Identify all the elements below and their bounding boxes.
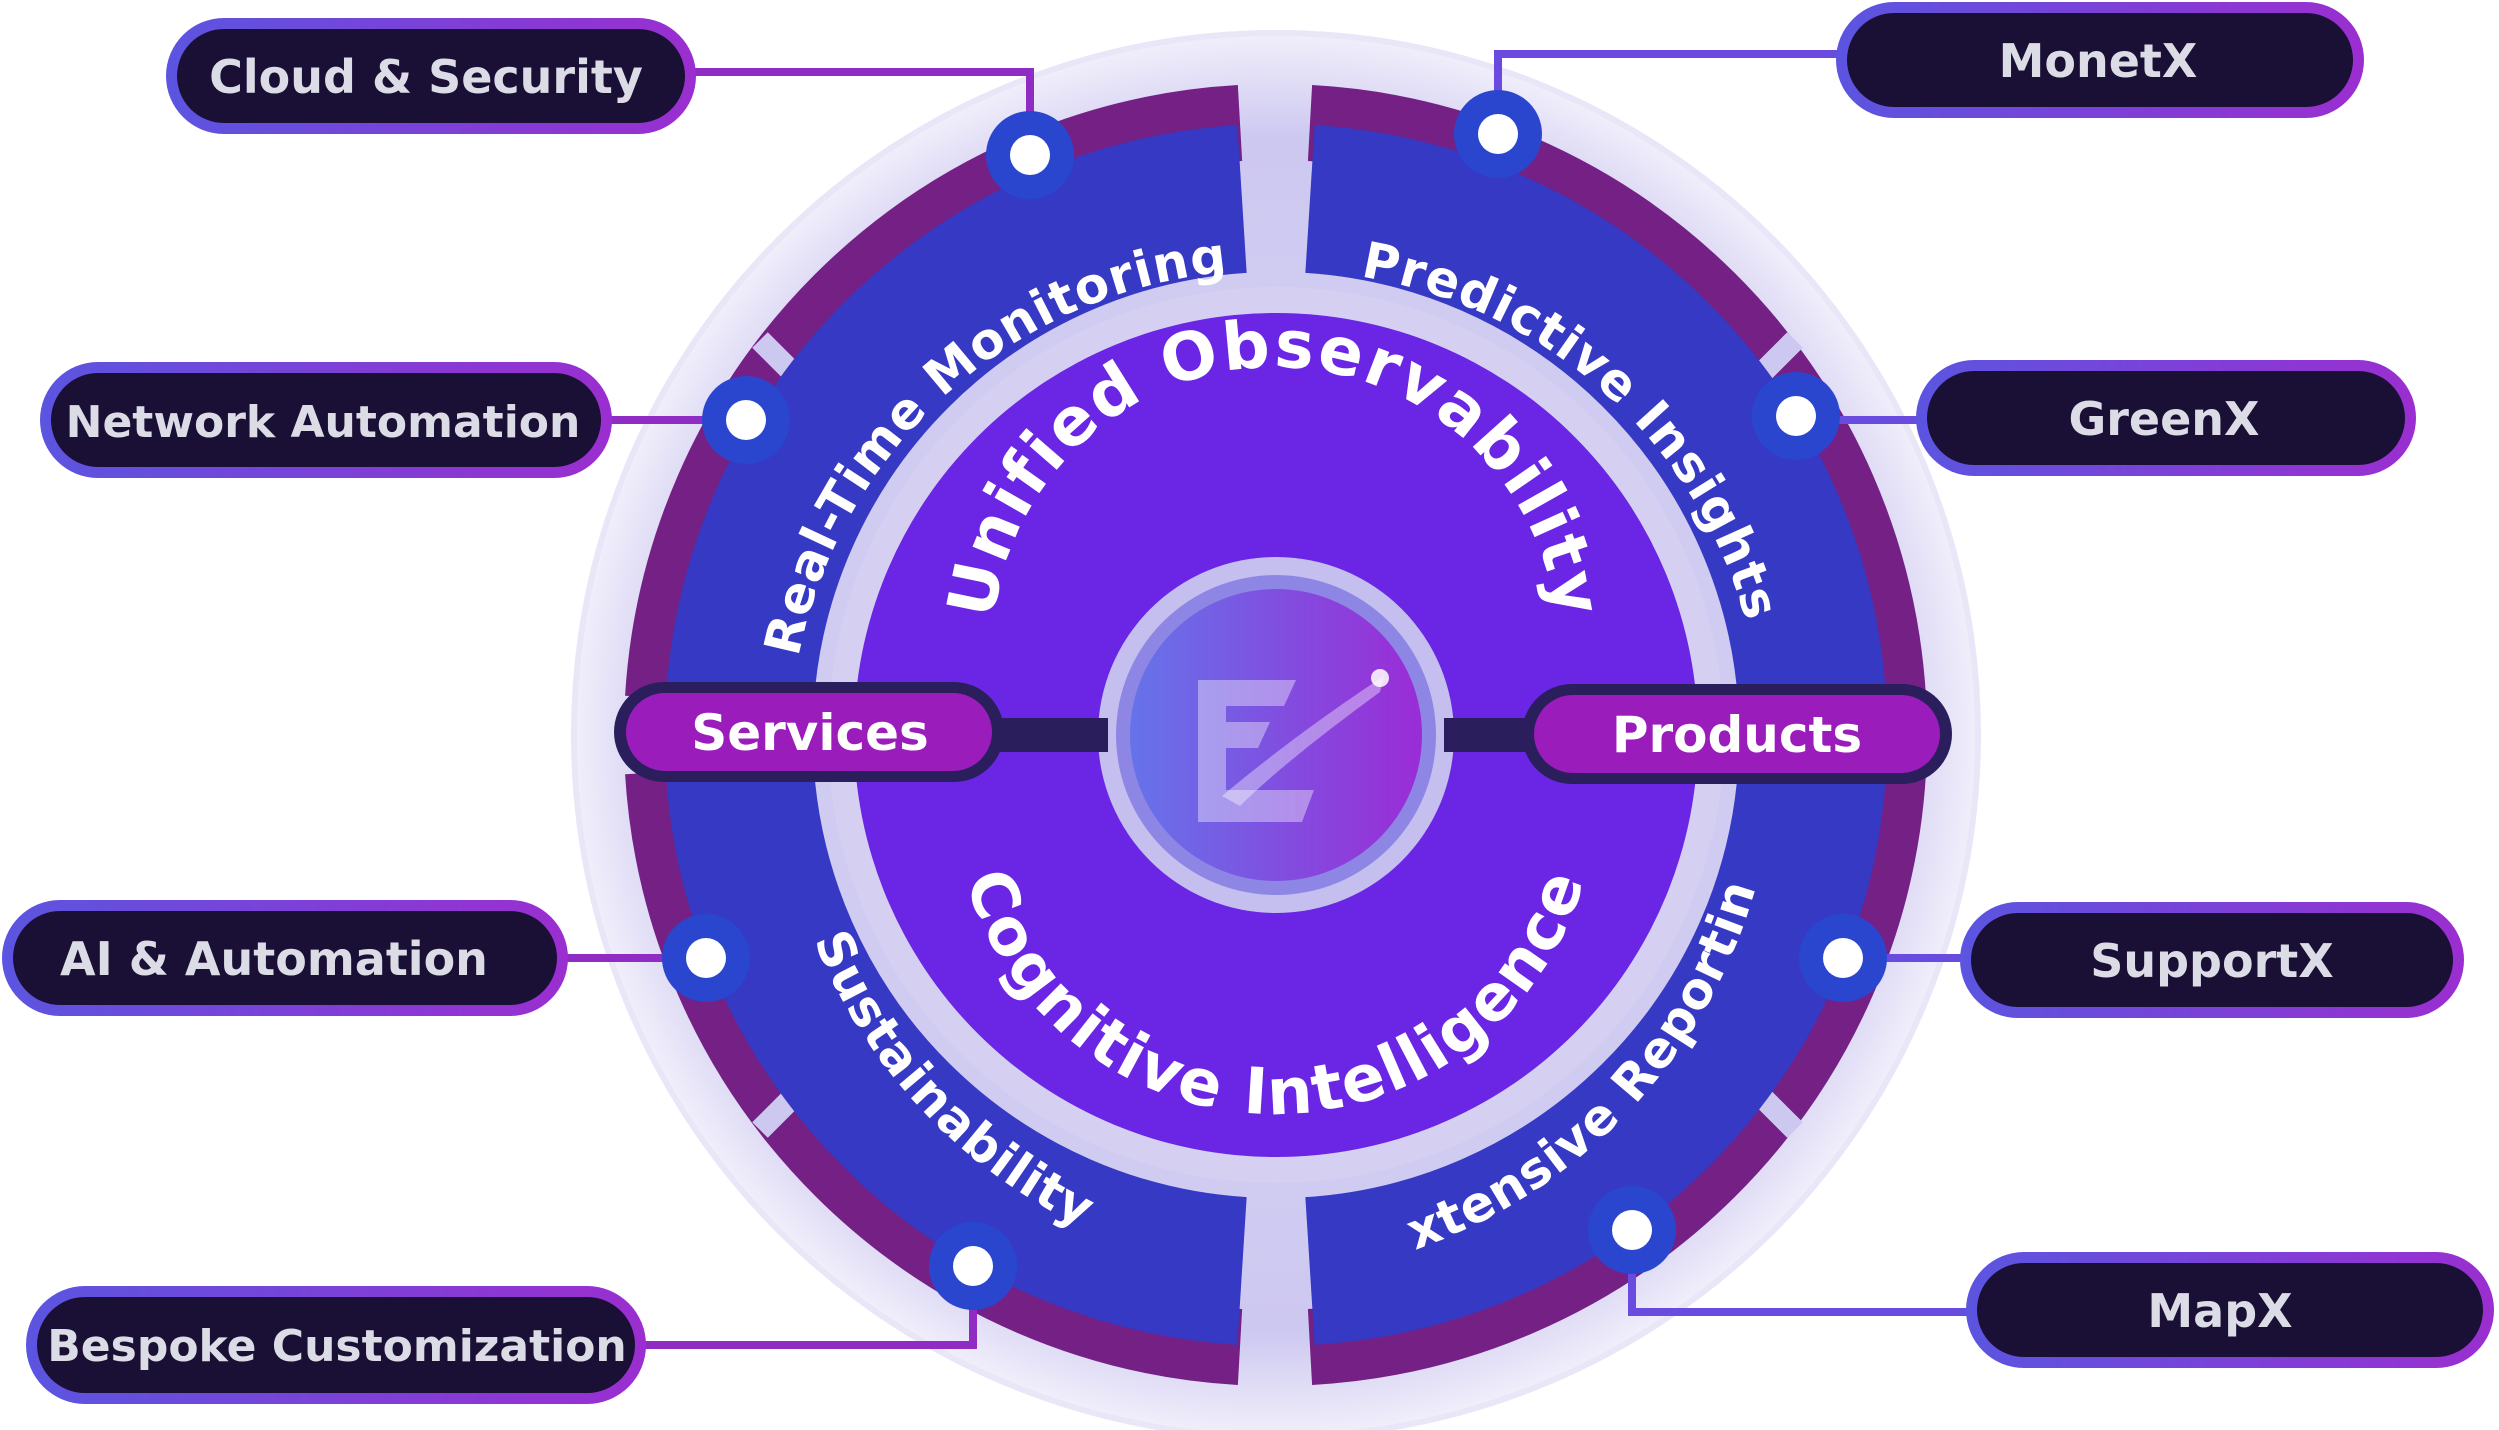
outer-ring [625,85,1926,1385]
halo-edge [571,30,1981,1430]
service-label: Cloud & Security [209,50,643,104]
node-mapx[interactable] [1588,1186,1676,1274]
product-pill-supportx[interactable]: SupportX [1960,902,2464,1018]
product-label: GreenX [2068,392,2259,446]
product-label: SupportX [2090,934,2333,988]
middle-ring [666,125,1886,1345]
outer-ring-segment-bottom-right [1307,769,1926,1385]
outer-ring-segment-top-left [625,85,1243,701]
outer-ring-segment-top-right [1307,85,1926,701]
services-list: Cloud & Security Network Automation AI &… [2,18,696,1404]
middle-ring-segment-bottom-right [1304,766,1886,1345]
middle-ring-segment-top-right [1304,125,1886,704]
products-list: MonetX GreenX SupportX MapX [1836,2,2494,1368]
middle-ring-segment-top-left [666,125,1248,704]
product-label: MapX [2147,1284,2292,1338]
node-greenx[interactable] [1752,372,1840,460]
products-pill[interactable]: Products [1522,684,1952,784]
service-pill-bespoke-customization[interactable]: Bespoke Customization [26,1286,646,1404]
service-label: Network Automation [66,397,581,448]
node-bespoke-customization[interactable] [929,1222,1017,1310]
node-cloud-security[interactable] [986,111,1074,199]
product-label: MonetX [1999,34,2198,88]
product-pill-greenx[interactable]: GreenX [1916,360,2416,476]
stylized-e-logo-icon [1198,669,1389,822]
middle-ring-segment-bottom-left [666,766,1248,1345]
product-pill-monetx[interactable]: MonetX [1836,2,2364,118]
service-label: Bespoke Customization [47,1321,627,1372]
services-pill[interactable]: Services [614,682,1004,782]
service-pill-ai-automation[interactable]: AI & Automation [2,900,568,1016]
nodes [662,90,1887,1310]
node-network-automation[interactable] [702,376,790,464]
logo-inner-disc [1130,589,1422,881]
outer-ring-segment-bottom-left [625,769,1243,1385]
service-pill-network-automation[interactable]: Network Automation [40,362,612,478]
product-pill-mapx[interactable]: MapX [1966,1252,2494,1368]
service-pill-cloud-security[interactable]: Cloud & Security [166,18,696,134]
service-label: AI & Automation [60,932,488,986]
services-connector-bar [990,718,1108,752]
node-monetx[interactable] [1454,90,1542,178]
services-label: Services [691,704,929,762]
node-supportx[interactable] [1799,914,1887,1002]
node-ai-automation[interactable] [662,914,750,1002]
products-label: Products [1612,706,1862,764]
